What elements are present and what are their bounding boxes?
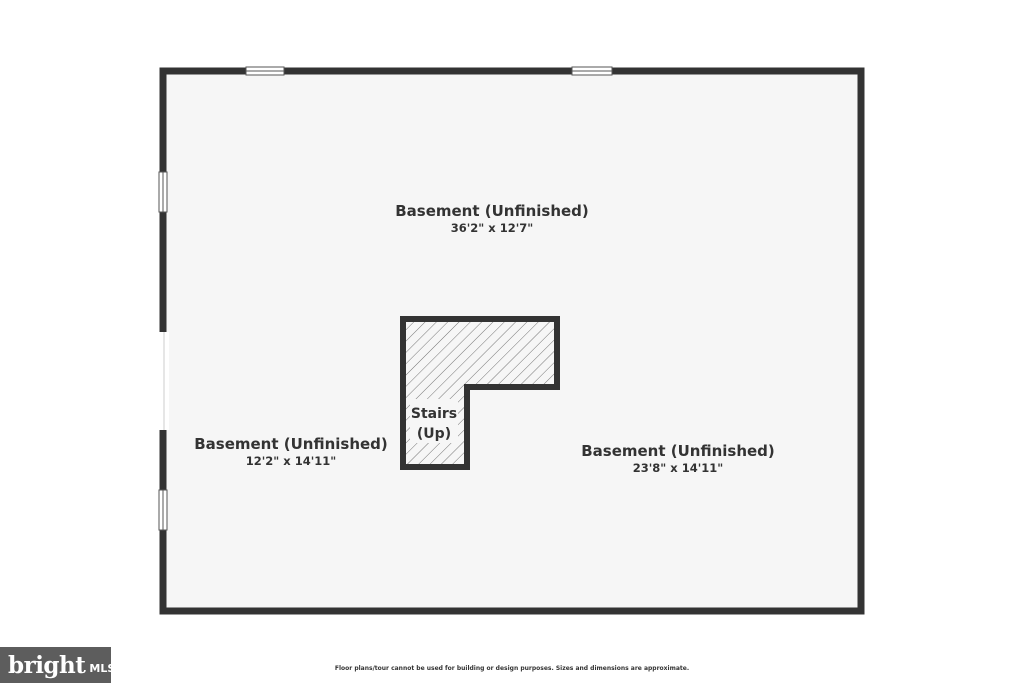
window-top-right — [571, 66, 613, 76]
room-dimensions-top: 36'2" x 12'7" — [451, 221, 533, 235]
logo-wordmark: bright — [8, 651, 86, 679]
window-top-left — [245, 66, 285, 76]
room-name-top: Basement (Unfinished) — [395, 202, 589, 220]
disclaimer-text: Floor plans/tour cannot be used for buil… — [334, 665, 690, 672]
window-left-upper — [158, 171, 168, 213]
window-left-lower — [158, 489, 168, 531]
room-dimensions-right: 23'8" x 14'11" — [633, 461, 723, 475]
logo-suffix: MLS — [89, 661, 116, 675]
stairs-direction: (Up) — [417, 426, 451, 442]
stairs-label: Stairs — [411, 406, 457, 422]
room-dimensions-left: 12'2" x 14'11" — [246, 454, 336, 468]
room-name-right: Basement (Unfinished) — [581, 442, 775, 460]
room-name-left: Basement (Unfinished) — [194, 435, 388, 453]
bright-mls-logo: bright MLS — [0, 647, 115, 683]
